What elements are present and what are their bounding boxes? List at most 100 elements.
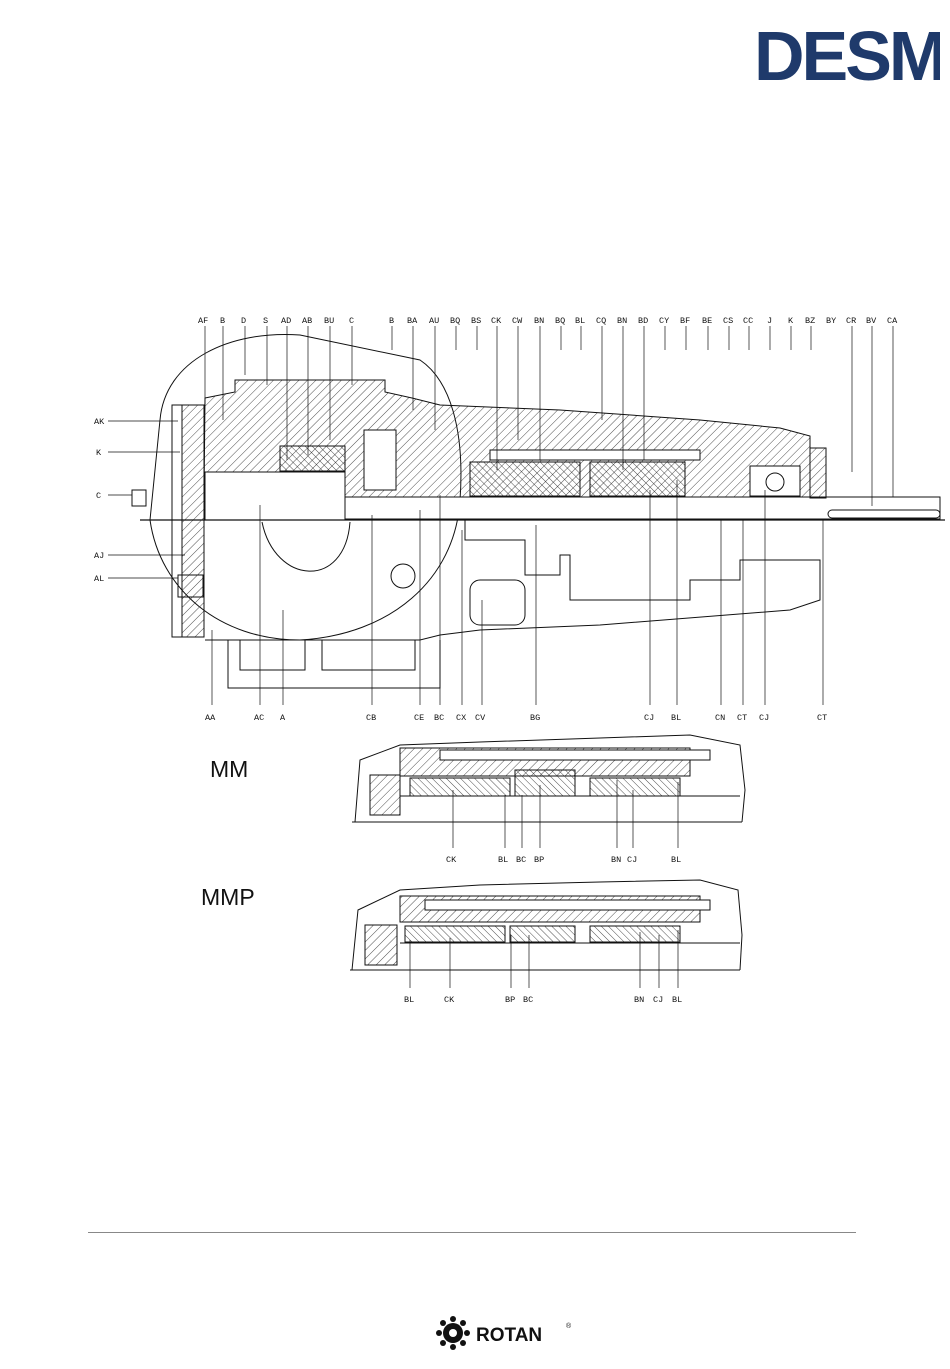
label-top: CA [887, 316, 898, 326]
footer-divider [88, 1232, 856, 1233]
label-top: BN [617, 316, 627, 326]
label-top: BS [471, 316, 481, 326]
seal-housing-1 [470, 462, 580, 496]
label-top: BN [534, 316, 544, 326]
seal-housing-2 [590, 462, 685, 496]
label-top: BQ [555, 316, 565, 326]
label-bottom: CX [456, 713, 466, 723]
mmp-label: BL [672, 995, 682, 1005]
end-flange [172, 405, 182, 637]
mm-label: BN [611, 855, 621, 865]
mm-bushing [515, 770, 575, 796]
label-top: CC [743, 316, 753, 326]
mm-seal-right [590, 778, 680, 796]
label-bottom: BC [434, 713, 444, 723]
mmp-label: CJ [653, 995, 663, 1005]
label-bottom: CJ [644, 713, 654, 723]
rotan-logo-text: ROTAN [476, 1325, 542, 1346]
bearing-bracket [364, 430, 396, 490]
mmp-label: BN [634, 995, 644, 1005]
label-top: D [241, 316, 246, 326]
cover-plate [182, 405, 204, 637]
label-bottom: BL [671, 713, 681, 723]
label-top: CS [723, 316, 733, 326]
label-top: B [389, 316, 394, 326]
label-bottom: A [280, 713, 286, 723]
label-left: AL [94, 574, 104, 584]
mm-label: CJ [627, 855, 637, 865]
label-top: AB [302, 316, 312, 326]
mmp-label: CK [444, 995, 455, 1005]
label-top: BZ [805, 316, 815, 326]
label-top: CR [846, 316, 856, 326]
mmp-stud [425, 900, 710, 910]
rotan-gear-icon [436, 1316, 470, 1350]
mmp-seal-left [405, 926, 505, 942]
label-bottom: CB [366, 713, 376, 723]
label-bottom: CJ [759, 713, 769, 723]
label-top: B [220, 316, 225, 326]
main-section-view [108, 326, 945, 705]
rotor-area [205, 472, 345, 520]
mm-label: BL [671, 855, 681, 865]
label-top: BF [680, 316, 690, 326]
end-cap [810, 448, 826, 498]
label-top: BA [407, 316, 418, 326]
label-left: AJ [94, 551, 104, 561]
mm-variant-view [352, 735, 745, 848]
mm-label: BP [534, 855, 544, 865]
label-top: C [349, 316, 354, 326]
sight-hole [391, 564, 415, 588]
label-top: BV [866, 316, 877, 326]
mmp-variant-view [350, 880, 742, 988]
label-top: BL [575, 316, 585, 326]
mm-seal-left [410, 778, 510, 796]
main-shaft [345, 497, 940, 519]
label-top: K [788, 316, 794, 326]
mm-labels: CK BL BC BP BN CJ BL [446, 855, 681, 865]
mmp-labels: BL CK BP BC BN CJ BL [404, 995, 682, 1005]
label-top: BU [324, 316, 334, 326]
variant-title-mm: MM [210, 756, 248, 783]
label-top: AU [429, 316, 439, 326]
mmp-label: BP [505, 995, 515, 1005]
left-labels: AK K C AJ AL [94, 417, 105, 584]
mm-label: BL [498, 855, 508, 865]
label-top: CW [512, 316, 523, 326]
label-left: K [96, 448, 102, 458]
mm-label: BC [516, 855, 526, 865]
label-bottom: AA [205, 713, 216, 723]
label-left: AK [94, 417, 105, 427]
variant-title-mmp: MMP [201, 884, 255, 911]
drain-screw [132, 490, 146, 506]
mmp-label: BL [404, 995, 414, 1005]
label-top: BY [826, 316, 836, 326]
mm-left-block [370, 775, 400, 815]
label-bottom: CT [737, 713, 747, 723]
registered-mark: ® [566, 1322, 572, 1330]
mm-label: CK [446, 855, 457, 865]
label-top: CY [659, 316, 669, 326]
idler-block [280, 446, 345, 471]
foot-recess [240, 640, 415, 670]
mmp-seal-right [590, 926, 680, 942]
label-bottom: BG [530, 713, 540, 723]
label-top: BQ [450, 316, 460, 326]
top-labels: AF B D S AD AB BU C B BA AU BQ BS CK CW … [198, 316, 898, 326]
label-top: BE [702, 316, 712, 326]
label-bottom: CV [475, 713, 486, 723]
label-bottom: CT [817, 713, 827, 723]
label-bottom: CN [715, 713, 725, 723]
label-top: S [263, 316, 268, 326]
mmp-bushing [510, 926, 575, 942]
label-top: AF [198, 316, 208, 326]
label-top: CQ [596, 316, 606, 326]
label-top: J [767, 316, 772, 326]
label-top: BD [638, 316, 648, 326]
long-stud [490, 450, 700, 460]
mm-stud [440, 750, 710, 760]
mmp-left-block [365, 925, 397, 965]
bracket-window [470, 580, 525, 625]
mmp-label: BC [523, 995, 533, 1005]
